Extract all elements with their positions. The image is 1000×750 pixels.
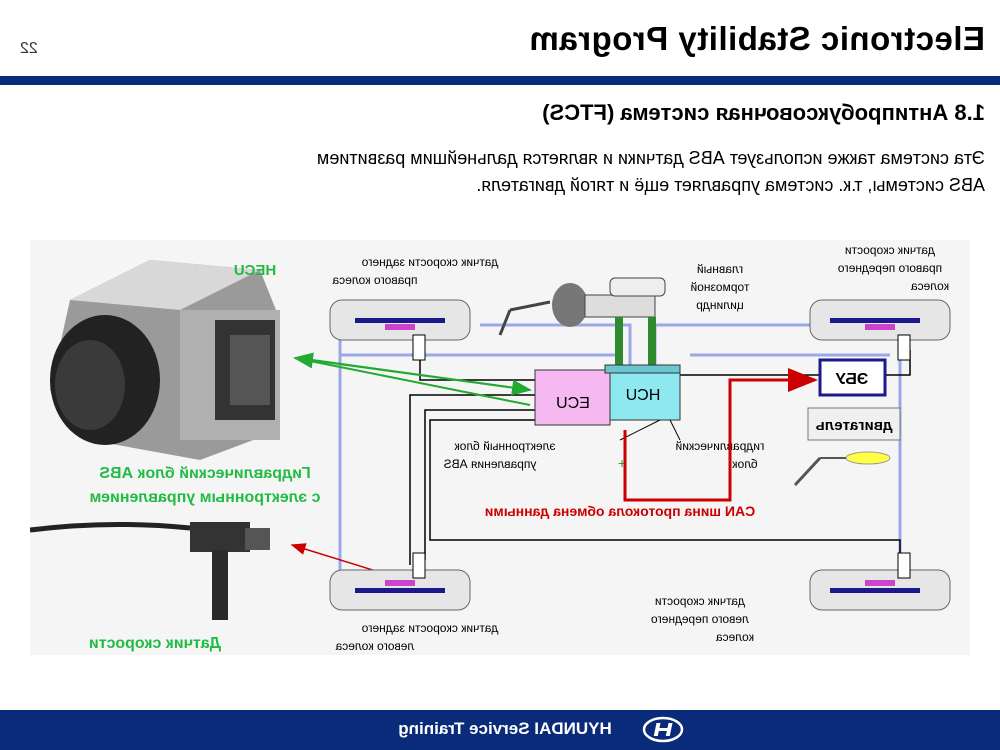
ftcs-diagram: HECU Гидравлический блок ABS с электронн… — [30, 240, 970, 655]
master-cylinder-label-line1: главный — [697, 262, 743, 276]
hydraulic-block-label-line1: гидравлический — [676, 439, 765, 453]
speed-sensor-image — [30, 521, 270, 620]
front-left-sensor-label-line1: датчик скорости — [655, 594, 745, 608]
master-cylinder-label-line3: цилиндр — [696, 298, 744, 312]
wheel-rear-left — [329, 552, 471, 611]
can-bus-arrow — [623, 368, 818, 502]
front-right-sensor-label-line2: правого переднего — [838, 261, 943, 275]
footer-bar: HYUNDAI Service Training — [0, 710, 1000, 750]
speed-sensor-label: Датчик скорости — [89, 635, 221, 652]
ecu-label: ECU — [556, 395, 590, 412]
page-number: 22 — [20, 40, 38, 57]
ecm-label: ЭБУ — [835, 371, 868, 388]
hcu-ecu-block — [534, 364, 681, 426]
hydraulic-block-abs-label-line2: с электронным управлением — [89, 489, 320, 506]
front-left-sensor-label-line3: колеса — [716, 630, 754, 644]
hydraulic-block-abs-label-line1: Гидравлический блок ABS — [99, 465, 311, 482]
front-right-sensor-label-line1: датчик скорости — [845, 243, 935, 257]
title-divider — [0, 76, 1000, 85]
rear-right-sensor-label-line2: правого колеса — [332, 273, 417, 287]
hcu-label: HCU — [626, 387, 661, 404]
hecu-label: HECU — [234, 262, 277, 279]
hyundai-logo-icon — [642, 716, 684, 743]
engine-box — [793, 407, 901, 487]
hydraulic-block-label-line2: блок — [732, 457, 758, 471]
hecu-module-image — [50, 260, 280, 460]
wheel-front-right — [809, 299, 951, 361]
wheel-front-left — [809, 552, 951, 611]
footer-text: HYUNDAI Service Training — [398, 719, 612, 738]
rear-left-sensor-label-line1: датчик скорости заднего — [361, 621, 498, 635]
front-left-sensor-label-line2: левого переднего — [651, 612, 749, 626]
ecm-box — [818, 358, 887, 397]
body-text-line-1: Эта система также использует ABS датчики… — [316, 148, 985, 168]
plus-sign: + — [618, 455, 626, 471]
rear-right-sensor-label-line1: датчик скорости заднего — [361, 255, 498, 269]
engine-label: двигатель — [816, 417, 893, 434]
front-right-sensor-label-line3: колеса — [911, 279, 949, 293]
slide-title: Electronic Stability Program — [529, 20, 985, 57]
section-heading: 1.8 Антипробуксовочная система (FTCS) — [542, 100, 985, 125]
ecu-block-label-line1: электронный блок — [454, 439, 556, 453]
ecu-block-label-line2: управления ABS — [444, 457, 537, 471]
green-signal-arrows — [293, 352, 532, 406]
body-text-line-2: ABS системы, т.к. система управляет ещё … — [476, 175, 985, 195]
master-cylinder-image — [498, 277, 666, 372]
master-cylinder-label-line2: тормозной — [690, 280, 749, 294]
wheel-rear-right — [329, 299, 471, 361]
can-bus-label: CAN шина протокола обмена данными — [485, 503, 755, 519]
rear-left-sensor-label-line2: левого колеса — [335, 639, 414, 653]
